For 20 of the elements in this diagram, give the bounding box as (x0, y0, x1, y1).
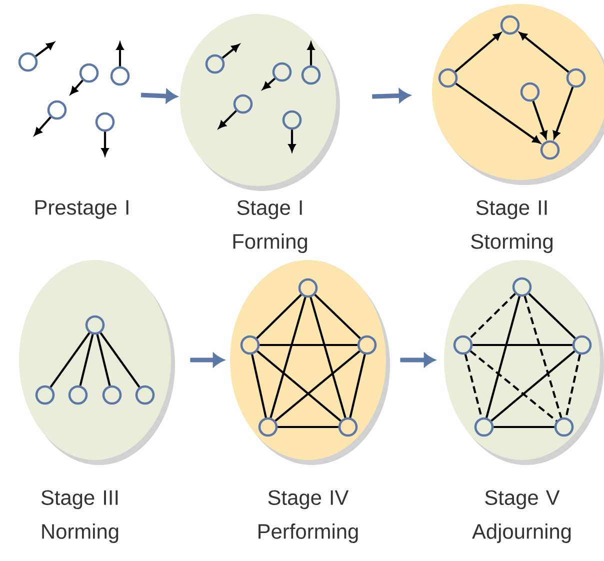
stage-label: Stage V Adjourning (472, 490, 571, 544)
member-circle (110, 66, 130, 86)
stage-label: Stage IV Performing (258, 490, 358, 544)
arrow (35, 42, 54, 58)
arrow (70, 80, 84, 94)
arrow (34, 116, 52, 136)
transition-arrow (140, 90, 177, 103)
arrow (101, 132, 109, 156)
member-circle (95, 112, 115, 132)
stage-label: Prestage I (35, 200, 128, 219)
member-circle (47, 100, 67, 120)
member-circle (79, 63, 99, 83)
stage-label: Stage II Storming (471, 200, 552, 254)
stage-label: Stage I Forming (233, 200, 307, 254)
transition-arrow (400, 353, 435, 367)
transition-arrow (372, 89, 410, 102)
arrow (116, 42, 124, 66)
stage-label: Stage III Norming (41, 490, 118, 544)
transition-arrow (190, 353, 224, 367)
member-circle (18, 52, 38, 72)
